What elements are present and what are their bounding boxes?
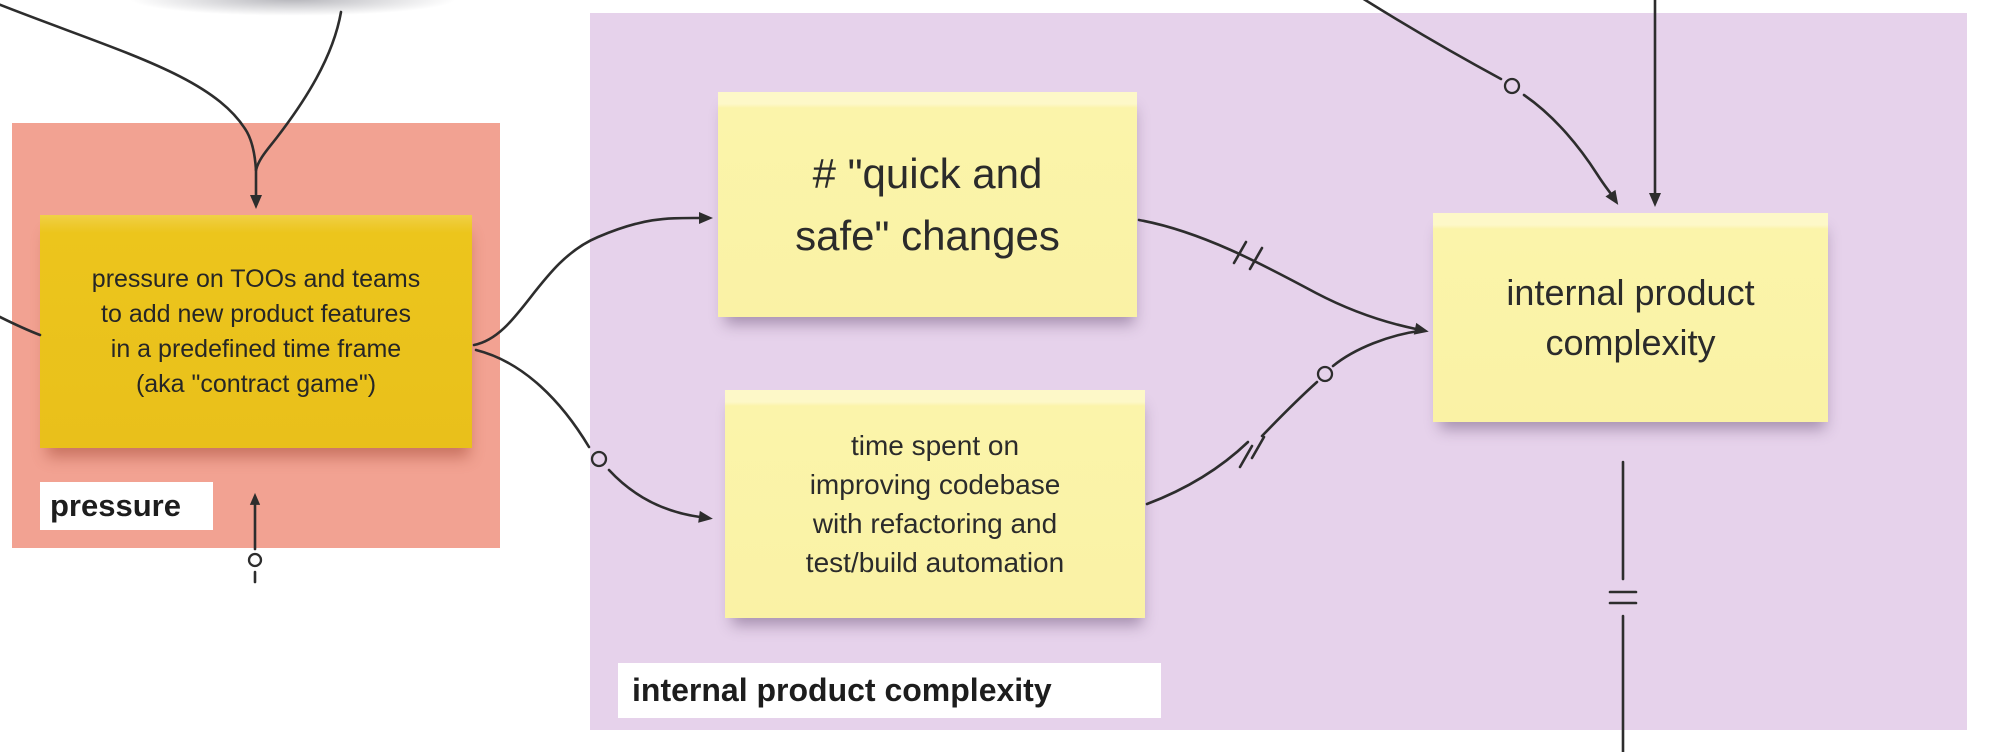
frame-label-internal-product-complexity[interactable]: internal product complexity (618, 663, 1161, 718)
sticky-note-quick-safe-changes[interactable]: # "quick and safe" changes (718, 92, 1137, 317)
note-text-line: (aka "contract game") (135, 369, 377, 398)
note-text-line: time spent on (850, 430, 1020, 461)
frame-label-text: pressure (50, 488, 181, 523)
sticky-note-internal-product-complexity[interactable]: internal product complexity (1433, 213, 1828, 422)
note-text-line: # "quick and (812, 149, 1043, 197)
note-text-line: safe" changes (795, 211, 1060, 259)
frame-label-text: internal product complexity (632, 672, 1052, 708)
note-text-line: complexity (1545, 321, 1716, 363)
polarity-o-mark (247, 552, 263, 568)
note-text-line: improving codebase (809, 469, 1061, 500)
note-text-line: in a predefined time frame (110, 334, 402, 363)
note-text-line: with refactoring and (812, 508, 1058, 539)
frame-label-pressure[interactable]: pressure (40, 482, 213, 530)
note-text-line: internal product (1506, 271, 1755, 313)
note-text-line: test/build automation (805, 547, 1065, 578)
note-text-line: to add new product features (101, 299, 411, 328)
note-text-line: pressure on TOOs and teams (91, 264, 421, 293)
offscreen-note-shadow (128, 0, 458, 16)
sticky-note-time-spent-improving[interactable]: time spent on improving codebase with re… (725, 390, 1145, 618)
sticky-note-pressure[interactable]: pressure on TOOs and teams to add new pr… (40, 215, 472, 448)
